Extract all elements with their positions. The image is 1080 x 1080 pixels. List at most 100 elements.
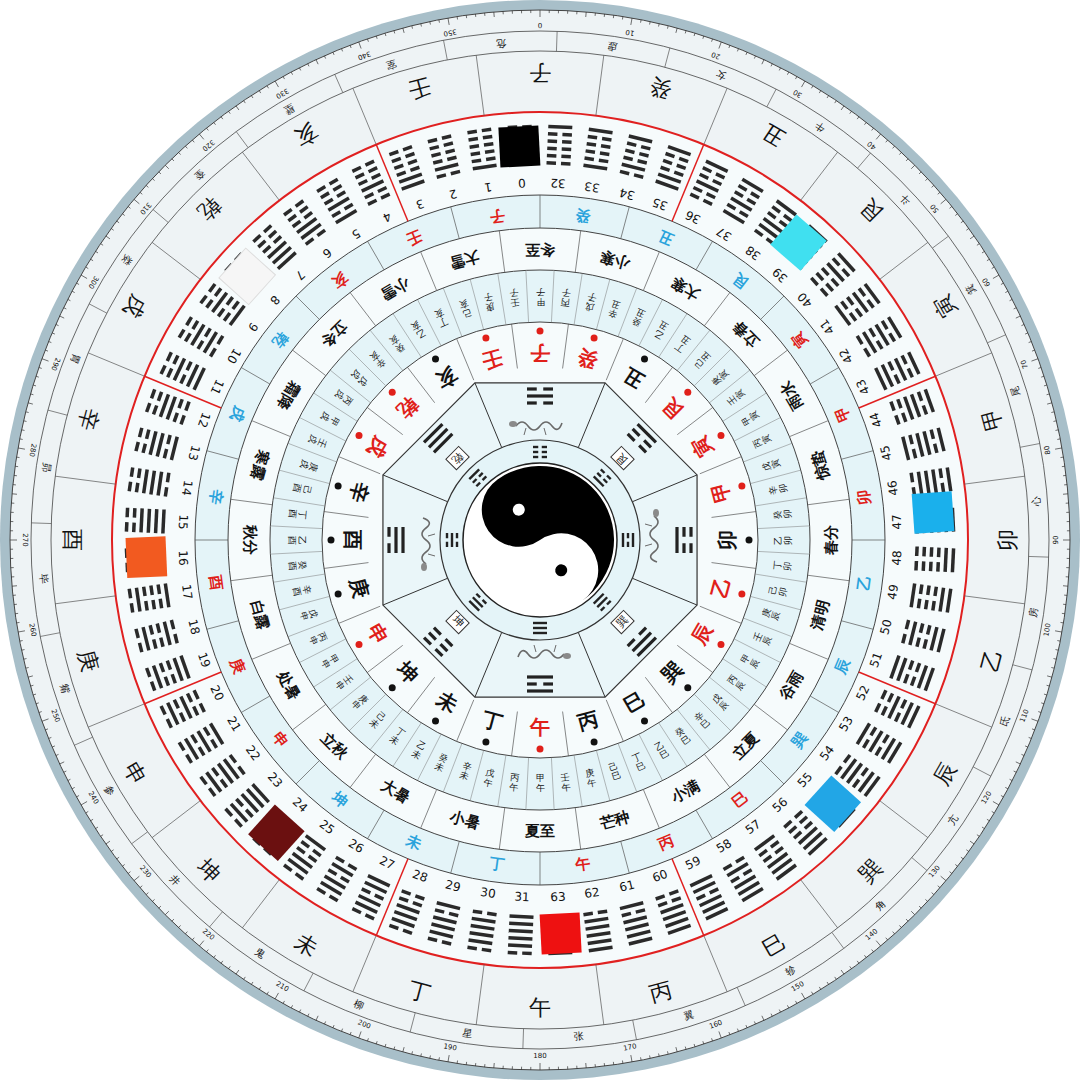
yin-line (468, 137, 478, 142)
sexagenary-label: 丙辰 (727, 674, 748, 693)
star-square (540, 912, 582, 954)
degree-tick (236, 106, 239, 110)
mansion-label: 箕 (964, 282, 978, 296)
yang-line (527, 394, 553, 397)
degree-tick (604, 14, 605, 17)
degree-tick (694, 33, 696, 36)
solar-term-ring (228, 228, 852, 852)
degree-tick (185, 146, 187, 148)
yin-yang-dot (641, 717, 648, 724)
degree-tick (106, 841, 110, 844)
mountain-divider-group (195, 195, 885, 885)
yin-line (533, 451, 538, 453)
mountain-divider (296, 761, 319, 784)
yin-line (184, 332, 192, 342)
label-holder: 乾 (269, 330, 290, 351)
label-holder: 午 (529, 997, 551, 1019)
degree-tick (117, 857, 119, 859)
term-divider (252, 421, 291, 437)
hexagram-symbol (889, 389, 935, 425)
sexagenary-label: 丙戌 (332, 387, 353, 406)
degree-tick (850, 111, 852, 113)
sexagenary-label: 壬午 (560, 772, 571, 793)
yin-line (163, 449, 169, 459)
degree-tick (76, 795, 79, 796)
mansion-divider (74, 737, 92, 745)
degree-tick (911, 911, 915, 915)
label-holder: 雨水 (778, 378, 806, 411)
seam-mountain-label: 甲 (833, 405, 853, 425)
degree-tick (10, 558, 13, 559)
yang-line (142, 469, 149, 493)
term-divider (808, 499, 850, 504)
yang-line (272, 246, 292, 265)
yin-line (173, 699, 180, 709)
label-holder: 秋分 (242, 525, 257, 555)
label-holder: 庚 (347, 576, 371, 600)
octagon-divider (632, 578, 697, 605)
hexagram-symbol (127, 467, 170, 497)
yin-line (682, 543, 685, 553)
label-holder: 胃 (68, 353, 81, 366)
solar-term-label: 立冬 (318, 318, 350, 350)
degree-tick (1067, 530, 1070, 531)
yin-line (159, 705, 166, 715)
sexagenary-divider (443, 744, 462, 793)
animal-head (563, 653, 571, 659)
yang-line (798, 826, 818, 845)
degree-tick (754, 1021, 755, 1024)
yin-line (352, 166, 362, 173)
hexagram-number: 6 (321, 246, 334, 260)
mountain-divider (810, 696, 839, 713)
yin-line (627, 542, 629, 547)
label-holder: 2 (448, 187, 458, 200)
yin-line (191, 320, 199, 330)
degree-tick (251, 982, 253, 985)
yin-line (235, 798, 244, 807)
label-holder: 290 (50, 356, 61, 371)
yang-line (924, 470, 931, 494)
yin-line (358, 179, 368, 186)
sexagenary-divider (694, 349, 731, 386)
mansion-label: 角 (874, 897, 888, 911)
yin-line (199, 776, 207, 786)
outer-mountain-label: 巳 (759, 930, 789, 960)
yin-line (771, 205, 781, 213)
yin-line (387, 527, 390, 537)
hexagram-number: 12 (196, 411, 212, 429)
degree-tick (101, 835, 103, 837)
label-holder: 60 (982, 276, 993, 287)
mountain-divider (207, 621, 239, 630)
yin-line (699, 173, 709, 180)
term-divider (643, 789, 659, 828)
degree-tick (10, 530, 13, 531)
yin-line (543, 401, 553, 404)
hexagram-number: 40 (795, 291, 814, 310)
yin-line (208, 283, 216, 293)
sexagenary-label: 壬申 (332, 674, 353, 693)
yin-line (933, 586, 938, 596)
yin-line (217, 308, 225, 318)
ring-line (31, 31, 1049, 1049)
yang-line (620, 901, 644, 910)
degree-tick (13, 484, 16, 485)
label-holder: 癸亥 (387, 332, 406, 353)
mountain-divider (852, 540, 885, 541)
label-holder: 丙 (656, 833, 676, 853)
yin-line (367, 199, 377, 206)
degree-tick (1066, 567, 1069, 568)
yin-line (689, 543, 692, 553)
degree-tick (152, 899, 154, 901)
degree-tick (649, 1055, 651, 1058)
label-holder: 己亥 (457, 297, 472, 319)
sexagenary-divider (744, 618, 793, 637)
yin-line (401, 889, 411, 895)
label-holder: 36 (683, 209, 702, 226)
degree-tick (236, 970, 239, 974)
degree-tick (941, 876, 946, 880)
label-holder: 37 (714, 225, 733, 243)
sexagenary-divider (349, 349, 386, 386)
degree-tick (17, 622, 20, 623)
yang-line (147, 509, 152, 533)
yang-line (622, 533, 624, 547)
